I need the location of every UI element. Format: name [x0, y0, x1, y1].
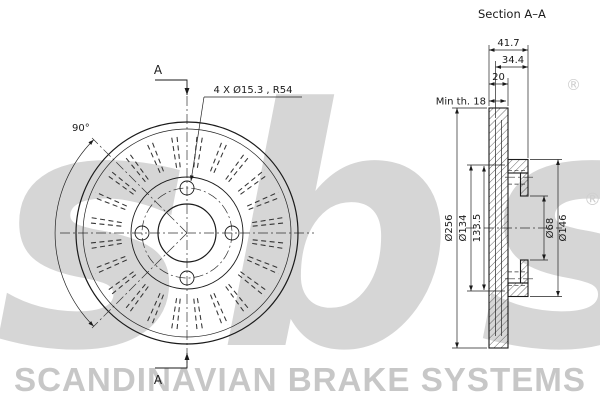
vent-slot [105, 173, 134, 195]
friction-ring-section [488, 107, 509, 349]
vent-slot [88, 242, 122, 250]
vent-slot [240, 271, 269, 293]
section-arrow-top [155, 79, 190, 95]
angle-label: 90° [72, 123, 90, 134]
vent-slot [196, 298, 204, 332]
vent-slot [176, 298, 181, 333]
vent-slot [150, 139, 164, 172]
section-view: Section A–A 41.7 34.4 20 Min th. 18 [436, 7, 569, 349]
bolt-circle-centerline [141, 187, 233, 279]
section-label-top: A [154, 63, 163, 77]
vent-slot [213, 141, 229, 174]
vent-slot [95, 259, 128, 275]
vent-slot [237, 274, 265, 297]
vent-slot [95, 191, 128, 207]
vent-slot [150, 294, 164, 327]
vent-slot [237, 169, 265, 192]
vent-slot [228, 283, 251, 311]
vent-slot [123, 283, 146, 311]
vent-slot [145, 292, 161, 325]
vent-slot [240, 173, 269, 195]
vent-slot [252, 216, 286, 224]
vent-slot [196, 134, 204, 168]
vent-slot [228, 155, 251, 183]
vent-slot [193, 298, 198, 333]
dim-dia-68: Ø68 [544, 218, 556, 239]
vent-slot [252, 239, 287, 244]
dim-20: 20 [492, 72, 505, 83]
registered-mark-icon: ® [584, 190, 600, 210]
vent-slot [252, 242, 286, 250]
vent-slot [225, 286, 247, 315]
vent-slot [248, 256, 281, 270]
vent-slot [109, 169, 137, 192]
front-view: 90° 4 X Ø15.3 , R54 A A [54, 63, 314, 387]
leader-line [189, 96, 205, 182]
vent-slot-ring [87, 133, 287, 333]
bolt-hole-right [224, 225, 240, 241]
dim-133-5: 133.5 [472, 214, 483, 243]
hat-flange-bottom [507, 282, 529, 298]
dim-min-th: Min th. 18 [436, 97, 486, 108]
angle-dimension-arc [54, 139, 94, 327]
angle-leg-lower [91, 232, 188, 329]
bolt-hole-top [179, 180, 195, 196]
vent-slot [252, 222, 287, 227]
vent-slot [210, 139, 224, 172]
hat-face-top [519, 172, 529, 197]
vent-slot [170, 298, 178, 332]
vent-slot [93, 256, 126, 270]
section-label-bottom: A [154, 373, 163, 387]
center-bore [157, 203, 217, 263]
vent-slot [88, 216, 122, 224]
brand-banner: SCANDINAVIAN BRAKE SYSTEMS [14, 361, 586, 398]
sbs-logo-watermark: sbs [0, 39, 600, 400]
vent-slot [93, 196, 126, 210]
disc-rim-inner-edge [82, 128, 292, 338]
hat-face-bottom [519, 259, 529, 284]
vent-slot [127, 286, 149, 315]
dim-41-7: 41.7 [497, 38, 519, 49]
vent-slot [193, 133, 198, 168]
vent-slot [127, 151, 149, 180]
dim-dia-146: Ø146 [557, 215, 569, 242]
bolt-hole-left [134, 225, 150, 241]
vent-slot [246, 259, 279, 275]
vent-slot [109, 274, 137, 297]
hub-edge [130, 176, 244, 290]
section-title: Section A–A [478, 7, 546, 21]
vent-slot [246, 191, 279, 207]
dim-34-4: 34.4 [502, 55, 524, 66]
disc-outer-edge [75, 121, 299, 345]
vent-slot [210, 294, 224, 327]
vent-slot [123, 155, 146, 183]
registered-mark-icon: ® [566, 76, 581, 94]
hat-flange-top [507, 158, 529, 174]
dim-dia-256: Ø256 [443, 215, 455, 242]
bolt-hole-bottom [179, 270, 195, 286]
angle-leg-upper [91, 137, 188, 234]
bolt-hole-note: 4 X Ø15.3 , R54 [214, 84, 293, 96]
dim-dia-134: Ø134 [457, 215, 469, 242]
vent-slot [145, 141, 161, 174]
vent-slot [105, 271, 134, 293]
vent-slot [170, 134, 178, 168]
section-arrow-bottom [155, 353, 190, 369]
vent-slot [213, 292, 229, 325]
vent-slot [248, 196, 281, 210]
vent-slot [225, 151, 247, 180]
watermark: sbs ® ® SCANDINAVIAN BRAKE SYSTEMS [0, 39, 600, 400]
vent-slot [176, 133, 181, 168]
